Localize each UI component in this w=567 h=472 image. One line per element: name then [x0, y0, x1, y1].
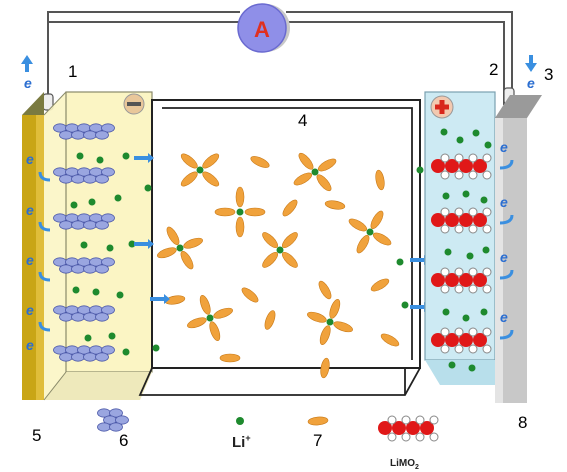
- anode-panel: [43, 91, 153, 401]
- svg-text:e: e: [500, 194, 508, 210]
- label-5: 5: [32, 426, 41, 445]
- svg-text:LiMO2: LiMO2: [390, 458, 419, 471]
- electron-symbol: e: [527, 75, 535, 91]
- svg-text:e: e: [26, 202, 34, 218]
- legend-limo-label: LiMO: [390, 458, 415, 469]
- legend-graphite-icon: [97, 408, 129, 432]
- label-8: 8: [518, 413, 527, 432]
- label-4: 4: [298, 111, 307, 130]
- positive-terminal-icon: [430, 95, 454, 119]
- label-1: 1: [68, 62, 77, 81]
- svg-text:e: e: [26, 252, 34, 268]
- anode-electron-arrows: e e e e e: [26, 151, 51, 353]
- svg-text:e: e: [500, 249, 508, 265]
- legend-li-ion-dot: [236, 417, 244, 425]
- label-7: 7: [313, 431, 322, 450]
- label-3: 3: [544, 65, 553, 84]
- svg-text:e: e: [26, 151, 34, 167]
- cathode-electron-arrows: e e e e: [499, 139, 514, 340]
- svg-text:e: e: [500, 139, 508, 155]
- external-circuit: [42, 11, 515, 111]
- interface-li-ions: [144, 166, 424, 352]
- svg-text:e: e: [500, 309, 508, 325]
- electrolyte-box: [138, 99, 421, 396]
- svg-text:e: e: [26, 337, 34, 353]
- legend-li-charge: +: [245, 433, 250, 443]
- legend-limo2-icon: [378, 415, 439, 442]
- svg-text:Li+: Li+: [232, 433, 251, 451]
- anode-collector: [22, 92, 44, 400]
- callout-labels: 1 2 3 4 5 6 7 8: [32, 60, 553, 450]
- svg-text:e: e: [26, 302, 34, 318]
- negative-terminal-icon: [123, 93, 145, 115]
- electron-out-arrow: e: [21, 55, 33, 91]
- ammeter-symbol: A: [254, 17, 270, 42]
- cathode-collector: [495, 95, 542, 403]
- legend-li-label: Li: [232, 434, 245, 451]
- ammeter: A: [237, 3, 290, 53]
- legend: Li+ LiMO2: [97, 408, 439, 471]
- electron-in-arrow: e: [525, 55, 537, 91]
- electrolyte-molecules: [155, 150, 401, 379]
- cathode-oxide-layers: [431, 153, 492, 354]
- legend-solvent-icon: [307, 415, 329, 427]
- cathode-li-ions: [440, 128, 492, 372]
- electron-symbol: e: [24, 75, 32, 91]
- label-2: 2: [489, 60, 498, 79]
- label-6: 6: [119, 431, 128, 450]
- anode-li-ions: [70, 152, 136, 356]
- legend-limo-subscript: 2: [415, 464, 419, 471]
